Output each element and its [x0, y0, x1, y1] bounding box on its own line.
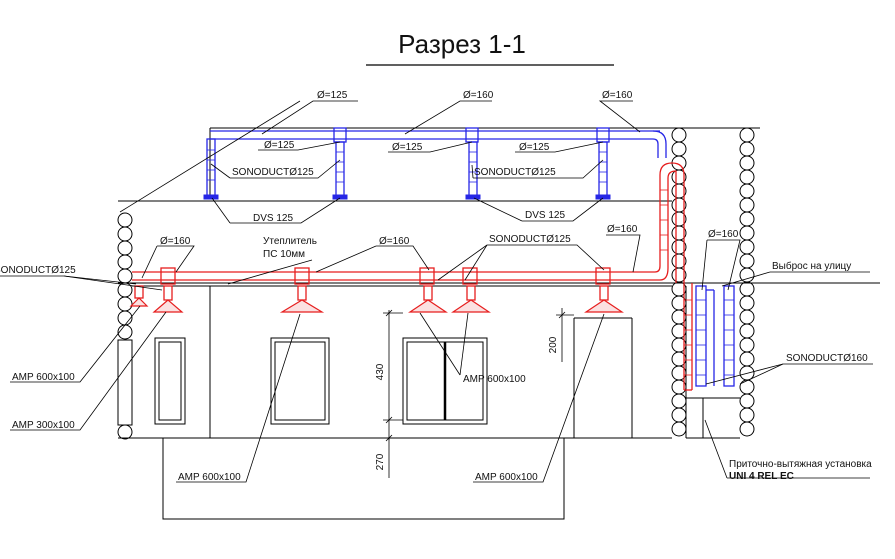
dimension-270: 270 [375, 453, 386, 470]
label-unit-line2: UNI 4 REL EC [729, 471, 794, 482]
flex-duct-hatch [207, 149, 734, 376]
label-d125-top: Ø=125 [317, 90, 348, 101]
label-sonoduct125-low-mid: SONODUCTØ125 [489, 234, 571, 245]
label-insulation-line1: Утеплитель [263, 236, 317, 247]
dimension-200: 200 [548, 336, 559, 353]
dvs-diffusers [203, 194, 611, 200]
label-d160-top-right: Ø=160 [602, 90, 633, 101]
label-d160-low-mid: Ø=160 [379, 236, 410, 247]
drawing-title: Разрез 1-1 [398, 29, 526, 59]
label-d160-top-mid: Ø=160 [463, 90, 494, 101]
label-d125-drop-3: Ø=125 [519, 142, 550, 153]
label-d125-drop-1: Ø=125 [264, 140, 295, 151]
building-structure [117, 127, 880, 520]
label-sonoduct125-left: SONODUCTØ125 [0, 265, 76, 276]
label-d125-drop-2: Ø=125 [392, 142, 423, 153]
dimension-430: 430 [375, 363, 386, 380]
label-sonoduct160-right: SONODUCTØ160 [786, 353, 868, 364]
exhaust-duct-network [132, 162, 693, 391]
label-d160-low-left: Ø=160 [160, 236, 191, 247]
log-wall-left [117, 212, 133, 440]
label-amp-600-left: AMP 600x100 [12, 372, 75, 383]
label-dvs-left: DVS 125 [253, 213, 293, 224]
riser-hatch [660, 189, 692, 376]
amp-grilles [129, 297, 624, 313]
label-amp-300-left: AMP 300x100 [12, 420, 75, 431]
label-insulation-line2: ПС 10мм [263, 249, 305, 260]
label-d160-riser: Ø=160 [607, 224, 638, 235]
log-wall-right-b [739, 127, 755, 437]
label-amp-600-low-left: AMP 600x100 [178, 472, 241, 483]
label-amp-600-low-right: AMP 600x100 [475, 472, 538, 483]
leader-lines [0, 100, 873, 483]
label-unit-line1: Приточно-вытяжная установка [729, 459, 872, 470]
label-dvs-right: DVS 125 [525, 210, 565, 221]
label-d160-right: Ø=160 [708, 229, 739, 240]
dimension-lines [383, 308, 574, 478]
label-outlet: Выброс на улицу [772, 260, 851, 272]
log-wall-right-a [671, 127, 687, 437]
label-amp-600-center: AMP 600x100 [463, 374, 526, 385]
label-sonoduct125-upper-2: SONODUCTØ125 [474, 167, 556, 178]
label-sonoduct125-upper-1: SONODUCTØ125 [232, 167, 314, 178]
